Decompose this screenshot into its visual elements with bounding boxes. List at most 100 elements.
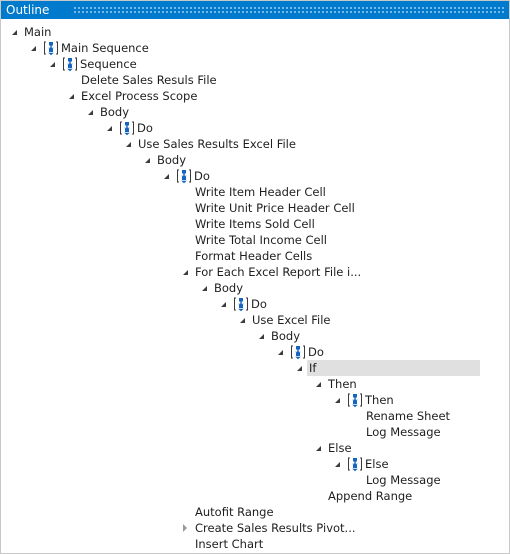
collapse-icon[interactable] [9, 24, 19, 40]
tree-item-label: Sequence [80, 57, 137, 71]
collapse-icon[interactable] [104, 120, 114, 136]
collapse-icon[interactable] [294, 360, 304, 376]
tree-item[interactable]: Body [1, 328, 509, 344]
tree-item[interactable]: Insert Chart [1, 536, 509, 552]
collapse-icon[interactable] [180, 264, 190, 280]
tree-item[interactable]: For Each Excel Report File i... [1, 264, 509, 280]
tree-item[interactable]: Append Range [1, 488, 509, 504]
sequence-icon [347, 392, 363, 408]
sequence-icon [233, 296, 249, 312]
collapse-icon[interactable] [218, 296, 228, 312]
panel-title: Outline [6, 3, 50, 17]
sequence-icon [43, 40, 59, 56]
collapse-icon[interactable] [47, 56, 57, 72]
selection-highlight [307, 360, 480, 376]
tree-item[interactable]: Else [1, 440, 509, 456]
tree-item[interactable]: If [1, 360, 509, 376]
collapse-icon[interactable] [161, 168, 171, 184]
tree-item-label: Delete Sales Resuls File [81, 73, 217, 87]
tree-item-label: Write Total Income Cell [195, 233, 327, 247]
tree-item[interactable]: Do [1, 120, 509, 136]
collapse-icon[interactable] [85, 104, 95, 120]
collapse-icon[interactable] [332, 456, 342, 472]
tree-item[interactable]: Log Message [1, 424, 509, 440]
tree-item-label: Then [328, 377, 357, 391]
tree-item-label: If [309, 361, 317, 375]
tree-item-label: Write Items Sold Cell [195, 217, 315, 231]
tree-item-label: Log Message [366, 473, 441, 487]
tree-item-label: Do [137, 121, 153, 135]
tree-item[interactable]: Body [1, 152, 509, 168]
tree-item[interactable]: Then [1, 392, 509, 408]
tree-item-label: Then [365, 393, 394, 407]
tree-item[interactable]: Write Item Header Cell [1, 184, 509, 200]
tree-item[interactable]: Do [1, 296, 509, 312]
tree-item[interactable]: Excel Process Scope [1, 88, 509, 104]
tree-item[interactable]: Write Items Sold Cell [1, 216, 509, 232]
tree-item-label: For Each Excel Report File i... [195, 265, 362, 279]
tree-item-label: Rename Sheet [366, 409, 451, 423]
tree-item[interactable]: Else [1, 456, 509, 472]
tree-item-label: Write Item Header Cell [195, 185, 326, 199]
collapse-icon[interactable] [313, 376, 323, 392]
tree-item-label: Body [271, 329, 301, 343]
collapse-icon[interactable] [332, 392, 342, 408]
tree-item[interactable]: Format Header Cells [1, 248, 509, 264]
tree-item-label: Else [365, 457, 389, 471]
tree-item-label: Do [251, 297, 267, 311]
expand-icon[interactable] [180, 520, 190, 536]
tree-item[interactable]: Do [1, 168, 509, 184]
collapse-icon[interactable] [256, 328, 266, 344]
collapse-icon[interactable] [313, 440, 323, 456]
titlebar-grip [73, 6, 505, 14]
tree-item[interactable]: Write Unit Price Header Cell [1, 200, 509, 216]
tree-item[interactable]: Delete Sales Resuls File [1, 72, 509, 88]
collapse-icon[interactable] [66, 88, 76, 104]
collapse-icon[interactable] [275, 344, 285, 360]
collapse-icon[interactable] [142, 152, 152, 168]
tree-item-label: Main [24, 25, 52, 39]
tree-item[interactable]: Body [1, 280, 509, 296]
collapse-icon[interactable] [237, 312, 247, 328]
tree-item-label: Excel Process Scope [81, 89, 198, 103]
tree-item-label: Else [328, 441, 352, 455]
tree-item-label: Body [100, 105, 130, 119]
tree-item-label: Autofit Range [195, 505, 274, 519]
sequence-icon [176, 168, 192, 184]
tree-item-label: Do [308, 345, 324, 359]
tree-item[interactable]: Use Sales Results Excel File [1, 136, 509, 152]
tree-item[interactable]: Main [1, 24, 509, 40]
tree-item-label: Main Sequence [61, 41, 149, 55]
collapse-icon[interactable] [28, 40, 38, 56]
tree-item-label: Log Message [366, 425, 441, 439]
sequence-icon [347, 456, 363, 472]
tree-item-label: Use Excel File [252, 313, 331, 327]
tree-item[interactable]: Log Message [1, 472, 509, 488]
tree-item[interactable]: Sequence [1, 56, 509, 72]
panel-titlebar[interactable]: Outline [1, 1, 509, 19]
tree-item-label: Use Sales Results Excel File [138, 137, 296, 151]
tree-item-label: Body [214, 281, 244, 295]
tree-item-label: Body [157, 153, 187, 167]
tree-item[interactable]: Body [1, 104, 509, 120]
tree-item[interactable]: Then [1, 376, 509, 392]
tree-item[interactable]: Rename Sheet [1, 408, 509, 424]
sequence-icon [62, 56, 78, 72]
sequence-icon [290, 344, 306, 360]
tree-item[interactable]: Main Sequence [1, 40, 509, 56]
tree-item-label: Do [194, 169, 210, 183]
collapse-icon[interactable] [123, 136, 133, 152]
tree-item-label: Append Range [328, 489, 413, 503]
tree-item[interactable]: Autofit Range [1, 504, 509, 520]
tree-item[interactable]: Use Excel File [1, 312, 509, 328]
tree-item[interactable]: Write Total Income Cell [1, 232, 509, 248]
tree-item[interactable]: Create Sales Results Pivot... [1, 520, 509, 536]
tree-item-label: Format Header Cells [195, 249, 313, 263]
sequence-icon [119, 120, 135, 136]
tree-item[interactable]: Do [1, 344, 509, 360]
tree-item-label: Create Sales Results Pivot... [195, 521, 356, 535]
tree-item-label: Write Unit Price Header Cell [195, 201, 355, 215]
collapse-icon[interactable] [199, 280, 209, 296]
